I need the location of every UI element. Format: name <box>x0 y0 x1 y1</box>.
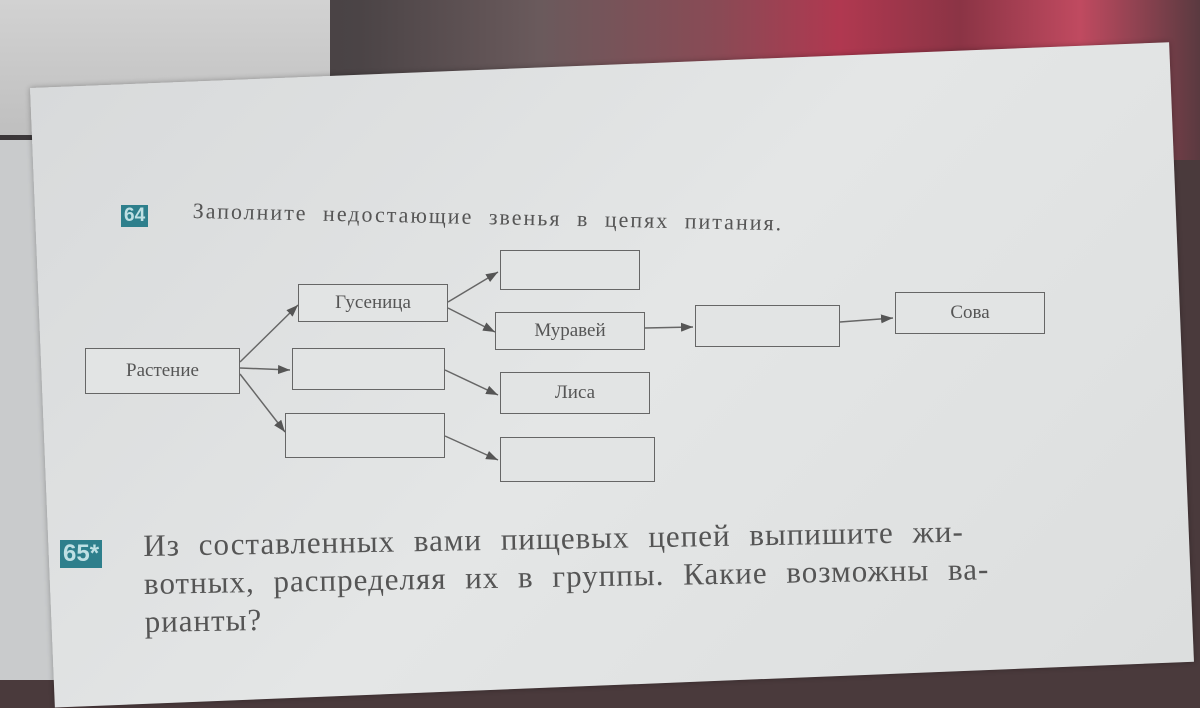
node-empty-bottom[interactable] <box>500 437 655 482</box>
task-65-number: 65* <box>60 540 103 568</box>
node-empty-lower[interactable] <box>285 413 445 458</box>
node-empty-after-ant[interactable] <box>695 305 840 347</box>
diagram-arrows <box>239 271 894 461</box>
page-content: 64 Заполните недостающие звенья в цепях … <box>60 198 1045 641</box>
task-64-number: 64 <box>121 205 149 227</box>
node-empty-middle[interactable] <box>292 348 445 390</box>
arrow <box>239 304 299 363</box>
node-plant: Растение <box>85 348 240 394</box>
node-empty-top[interactable] <box>500 250 640 290</box>
task-65-text: Из составленных вами пищевых цепей выпиш… <box>143 512 990 641</box>
node-owl: Сова <box>895 292 1045 334</box>
node-fox: Лиса <box>500 372 650 414</box>
node-caterpillar: Гусеница <box>298 284 448 322</box>
node-ant: Муравей <box>495 312 645 350</box>
